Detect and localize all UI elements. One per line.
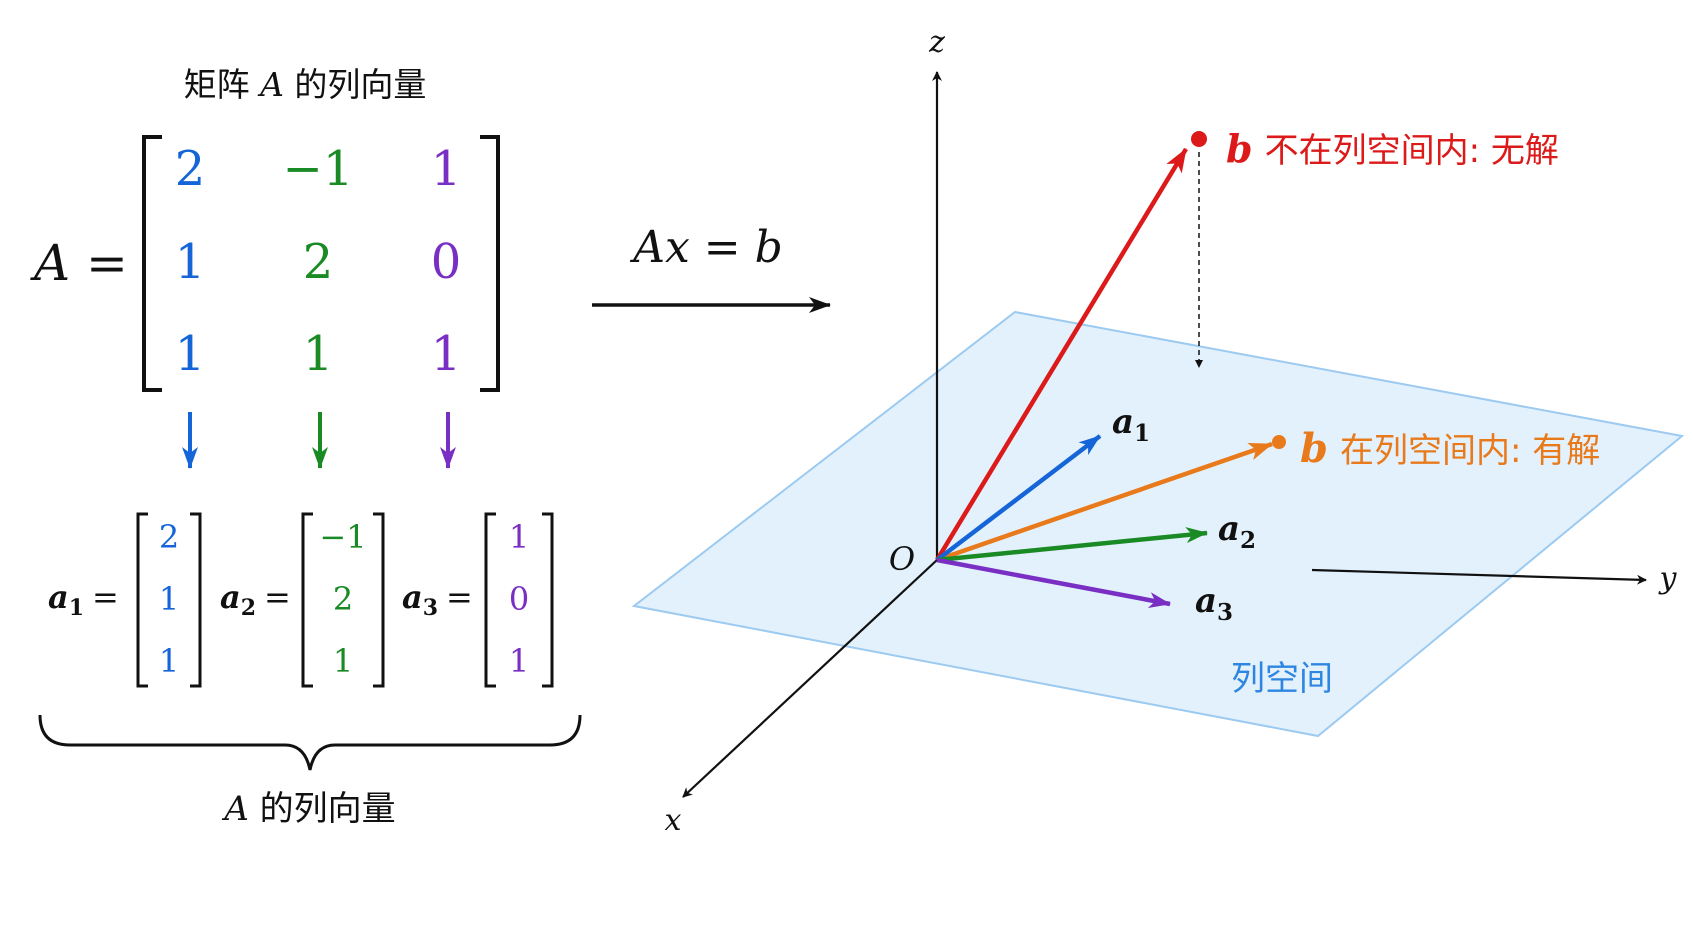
matrix-cell: −1 (283, 141, 354, 197)
a3-entry: 1 (509, 642, 529, 680)
vector-a2 (936, 527, 1208, 563)
a2-label: a2= (220, 578, 291, 621)
column-vector-a3: a3= 1 0 1 (402, 512, 554, 688)
matrix-cell: 1 (175, 234, 206, 290)
a1-3d-label: a1 (1112, 402, 1150, 447)
column-vector-a1: a1= 2 1 1 (48, 512, 202, 688)
matrix-right-bracket (480, 135, 500, 392)
a3-3d-label: a3 (1195, 581, 1233, 626)
a3-entry: 0 (509, 580, 529, 618)
a2-entry: −1 (319, 518, 366, 556)
a1-left-bracket (136, 512, 148, 688)
z-axis-label: z (928, 25, 945, 60)
matrix-cell: 2 (175, 141, 206, 197)
vector-a1 (935, 434, 1102, 562)
vector-b-inside (936, 441, 1273, 563)
a3-left-bracket (484, 512, 496, 688)
matrix-entries: 2 −1 1 1 2 0 1 1 1 (175, 141, 462, 382)
y-axis-label: y (1658, 561, 1678, 596)
matrix-title: 矩阵 A 的列向量 (184, 65, 427, 104)
a1-entry: 1 (159, 580, 179, 618)
column-vector-a2: a2= −1 2 1 (220, 512, 385, 688)
origin-label: O (889, 540, 915, 578)
vector-a3 (936, 557, 1171, 608)
a3-label: a3= (402, 578, 473, 621)
a3-entry: 1 (509, 518, 529, 556)
plane-label: 列空间 (1231, 659, 1333, 699)
matrix-left-bracket (142, 135, 162, 392)
x-axis (682, 559, 938, 798)
y-axis (1311, 568, 1647, 585)
a2-entry: 2 (333, 580, 353, 618)
a1-label: a1= (48, 578, 119, 621)
vector-b-outside (935, 147, 1188, 562)
equation-label: Ax = b (629, 222, 783, 273)
matrix-cell: 1 (303, 326, 334, 382)
matrix-cell: 1 (175, 326, 206, 382)
a2-left-bracket (301, 512, 313, 688)
underbrace (38, 714, 582, 771)
matrix-lhs: A = (30, 234, 128, 292)
x-axis-label: x (665, 803, 682, 838)
a1-entry: 2 (159, 518, 179, 556)
b-outside-point (1191, 131, 1207, 147)
a1-right-bracket (190, 512, 202, 688)
matrix-cell: 0 (431, 234, 462, 290)
column-space-plane (631, 310, 1685, 738)
a2-3d-label: a2 (1218, 509, 1256, 554)
brace-label: A 的列向量 (221, 789, 395, 829)
matrix-cell: 1 (431, 141, 462, 197)
a1-entry: 1 (159, 642, 179, 680)
a3-right-bracket (542, 512, 554, 688)
matrix-cell: 2 (303, 234, 334, 290)
b-inside-point (1272, 435, 1286, 449)
a2-right-bracket (373, 512, 385, 688)
column-down-arrows (182, 412, 456, 469)
a2-entry: 1 (333, 642, 353, 680)
matrix-cell: 1 (431, 326, 462, 382)
